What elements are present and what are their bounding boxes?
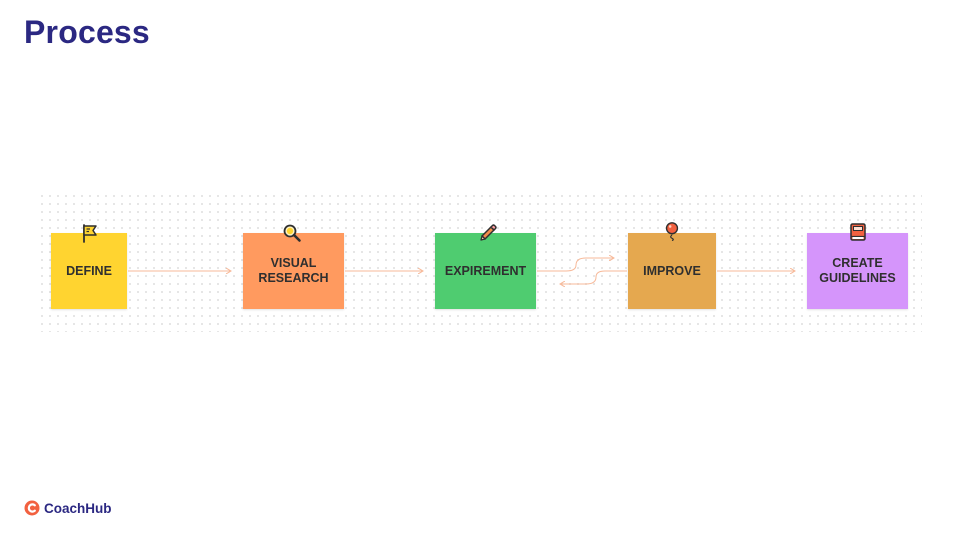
connector-improve-to-expirement (560, 270, 627, 284)
step-create-guidelines-label-line2: GUIDELINES (819, 271, 896, 285)
step-improve-label: IMPROVE (643, 263, 701, 278)
connector-expirement-to-improve (537, 258, 614, 272)
step-define-note[interactable]: DEFINE (51, 233, 127, 309)
step-create-guidelines-note[interactable]: CREATE GUIDELINES (807, 233, 908, 309)
coachhub-logo: CoachHub (24, 500, 112, 516)
step-expirement-label: EXPIREMENT (444, 263, 527, 278)
step-create-guidelines-label-line1: CREATE (832, 256, 883, 270)
step-visual-research-note[interactable]: VISUAL RESEARCH (243, 233, 344, 309)
pencil-icon (480, 224, 497, 241)
step-visual-research-label-line1: VISUAL (270, 256, 317, 270)
book-icon (850, 223, 866, 241)
step-define-label: DEFINE (66, 263, 112, 278)
brand-name: CoachHub (44, 500, 112, 516)
step-visual-research-label-line2: RESEARCH (258, 271, 329, 285)
page-title: Process (24, 14, 150, 50)
coachhub-logo-icon (24, 500, 40, 516)
step-expirement-note[interactable]: EXPIREMENT (435, 233, 536, 309)
flag-icon (83, 224, 97, 243)
step-improve-note[interactable]: IMPROVE (628, 233, 716, 309)
magnifier-icon (283, 224, 301, 242)
balloon-icon (665, 222, 679, 241)
